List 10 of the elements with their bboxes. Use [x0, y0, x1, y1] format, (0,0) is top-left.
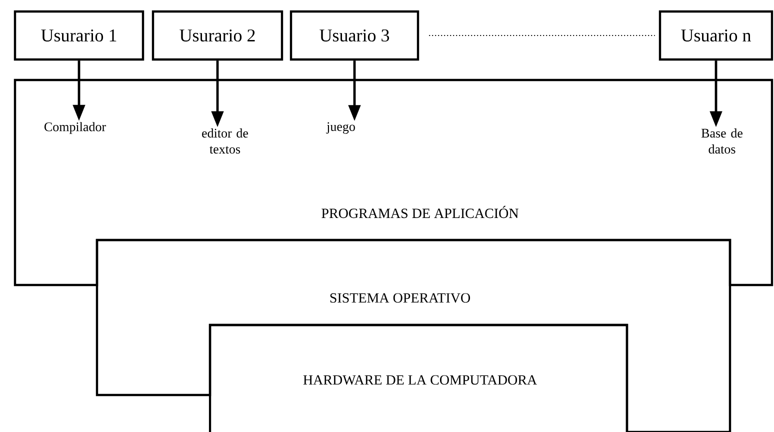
program-label: editor de textos — [202, 128, 248, 154]
program-label: juego — [326, 122, 355, 134]
user-box: Usuario 3 — [290, 10, 420, 61]
user-box: Usurario 2 — [152, 10, 284, 61]
program-label: Compilador — [44, 122, 106, 134]
user-box: Usuario n — [658, 10, 774, 61]
program-label: Base de datos — [701, 128, 742, 154]
dotted-line — [428, 35, 656, 36]
layer-box: HARDWARE DE LA COMPUTADORA — [208, 324, 628, 432]
user-box: Usurario 1 — [14, 10, 144, 61]
